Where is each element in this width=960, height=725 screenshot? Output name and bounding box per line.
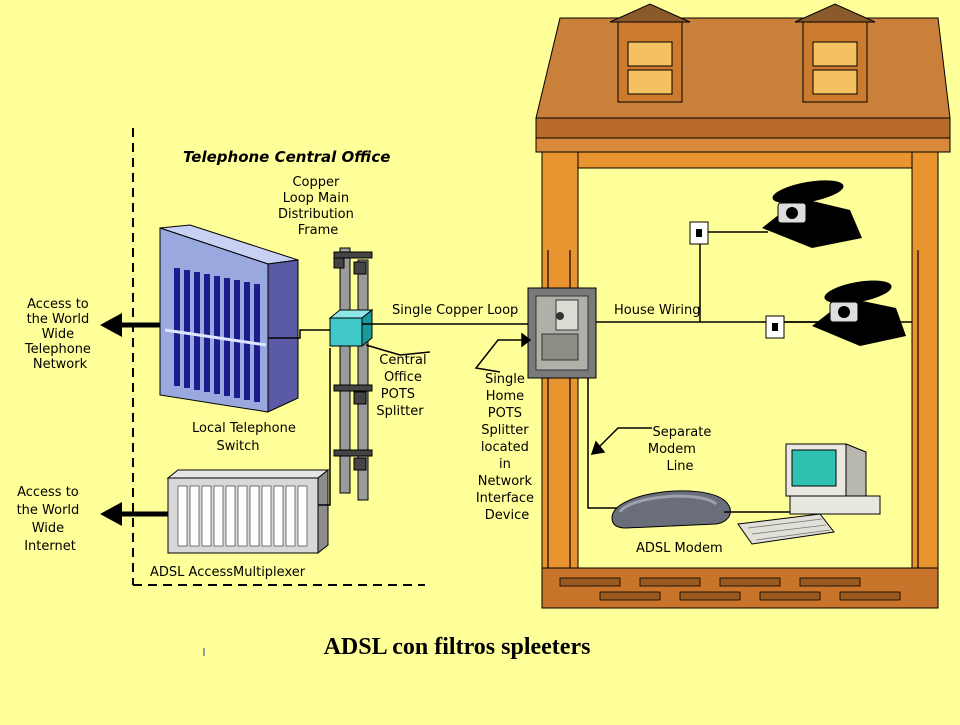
diagram-caption: ADSL con filtros spleeters — [324, 634, 591, 660]
arrow-to-telephone-network — [100, 313, 160, 337]
central-splitter-pointer — [365, 344, 431, 356]
adsl-modem-icon — [611, 490, 731, 529]
single-copper-loop-label: Single Copper Loop — [392, 303, 518, 318]
modem-line-label: Separate Modem Line — [648, 425, 716, 474]
stray-mark — [203, 648, 205, 656]
local-telephone-switch — [159, 224, 299, 413]
telephone-icon — [762, 180, 862, 248]
wall-jack — [765, 315, 785, 339]
house — [535, 3, 951, 609]
central-office-wires — [268, 329, 331, 506]
computer-icon — [737, 443, 881, 545]
access-internet-label: Access to the World Wide Internet — [17, 485, 84, 554]
central-office-pots-splitter — [328, 308, 374, 348]
central-office-boundary — [132, 128, 425, 586]
house-wiring-label: House Wiring — [614, 303, 701, 318]
mdf-label: Copper Loop Main Distribution Frame — [278, 175, 358, 238]
home-splitter-label: Single Home POTS Splitter located in Net… — [476, 372, 538, 523]
main-distribution-frame — [333, 247, 373, 501]
modem-line-pointer — [590, 427, 652, 455]
home-splitter-pointer — [474, 332, 532, 373]
central-splitter-label: Central Office POTS Splitter — [376, 353, 430, 419]
local-switch-label: Local Telephone Switch — [192, 421, 300, 454]
central-office-title: Telephone Central Office — [183, 148, 390, 166]
wall-jack — [689, 221, 709, 245]
adsl-modem-label: ADSL Modem — [636, 541, 723, 556]
arrow-to-internet — [100, 502, 168, 526]
dslam-label: ADSL AccessMultiplexer — [150, 565, 306, 580]
telephone-icon — [812, 280, 906, 346]
house-windows — [609, 3, 876, 103]
access-telephone-network-label: Access to the World Wide Telephone Netwo… — [24, 297, 95, 372]
adsl-access-multiplexer — [166, 468, 330, 555]
network-interface-device — [527, 287, 597, 379]
